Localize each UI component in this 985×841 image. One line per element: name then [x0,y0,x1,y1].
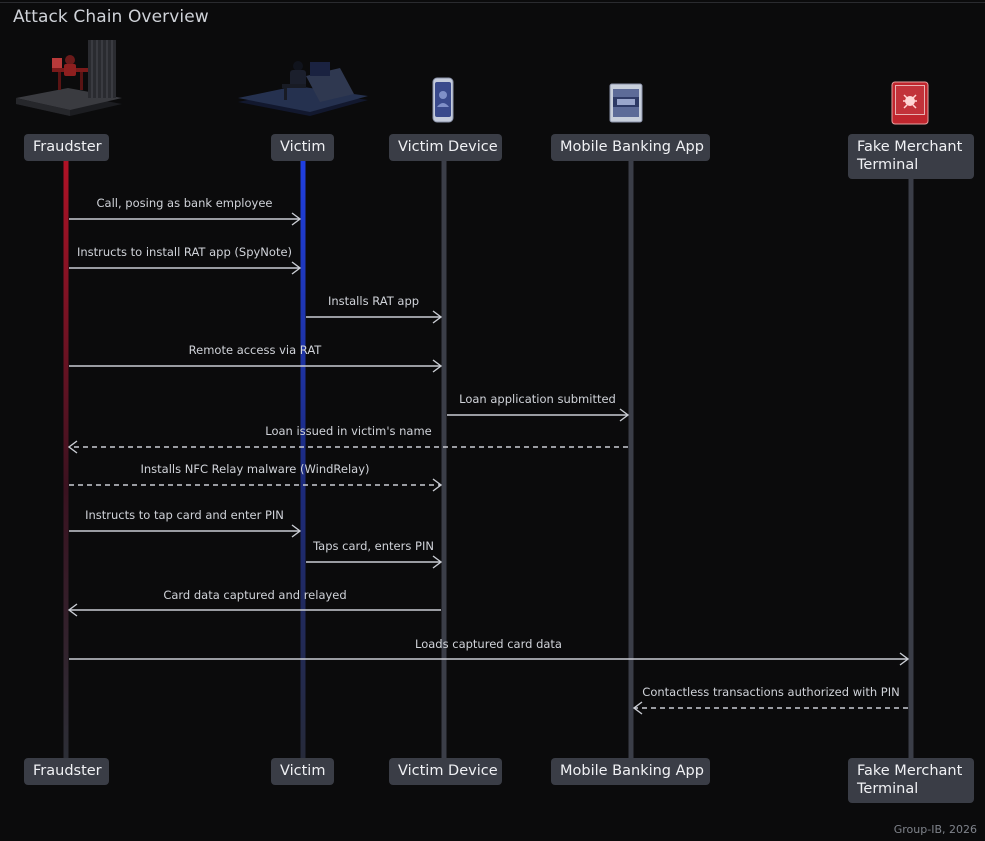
participant-banking-app-bottom: Mobile Banking App [551,758,710,785]
participant-fraudster-bottom: Fraudster [24,758,109,785]
hacker-desk-icon [12,38,124,122]
message-label: Loan application submitted [459,392,616,406]
message-label: Installs RAT app [327,294,420,308]
malicious-terminal-icon [891,81,929,129]
message-label: Instructs to tap card and enter PIN [85,508,284,522]
participant-victim-device-top: Victim Device [389,134,502,161]
participant-fraudster-top: Fraudster [24,134,109,161]
lifeline-victim [300,161,306,758]
participant-banking-app-top: Mobile Banking App [551,134,710,161]
message-label: Instructs to install RAT app (SpyNote) [76,245,293,259]
lifeline-device [441,161,447,758]
lifeline-fraudster [63,161,69,758]
message-arrow [69,478,443,492]
message-arrow [69,524,302,538]
participant-victim-device-bottom: Victim Device [389,758,502,785]
participant-victim-bottom: Victim [271,758,334,785]
top-divider [0,2,985,3]
smartphone-icon [432,77,454,127]
message-label: Loan issued in victim's name [265,424,432,438]
message-arrow [67,603,441,617]
participant-victim-top: Victim [271,134,334,161]
message-label: Taps card, enters PIN [313,539,434,553]
message-arrow [67,440,628,454]
message-label: Loads captured card data [415,637,562,651]
participant-merchant-terminal-top: Fake Merchant Terminal [848,134,974,179]
message-arrow [632,701,908,715]
victim-desk-icon [236,54,370,124]
message-arrow [447,408,630,422]
participant-merchant-terminal-bottom: Fake Merchant Terminal [848,758,974,803]
message-arrow [69,261,302,275]
page-title: Attack Chain Overview [13,7,209,27]
message-label: Card data captured and relayed [163,588,347,602]
message-label: Remote access via RAT [188,343,322,357]
credit-footer: Group-IB, 2026 [893,823,977,836]
message-arrow [306,310,443,324]
lifeline-merchant [908,179,914,758]
message-arrow [69,359,443,373]
message-arrow [69,652,910,666]
lifeline-bank [628,161,634,758]
message-label: Installs NFC Relay malware (WindRelay) [140,462,370,476]
bank-card-app-icon [609,83,643,127]
message-label: Contactless transactions authorized with… [642,685,900,699]
message-arrow [306,555,443,569]
message-arrow [69,212,302,226]
message-label: Call, posing as bank employee [96,196,273,210]
